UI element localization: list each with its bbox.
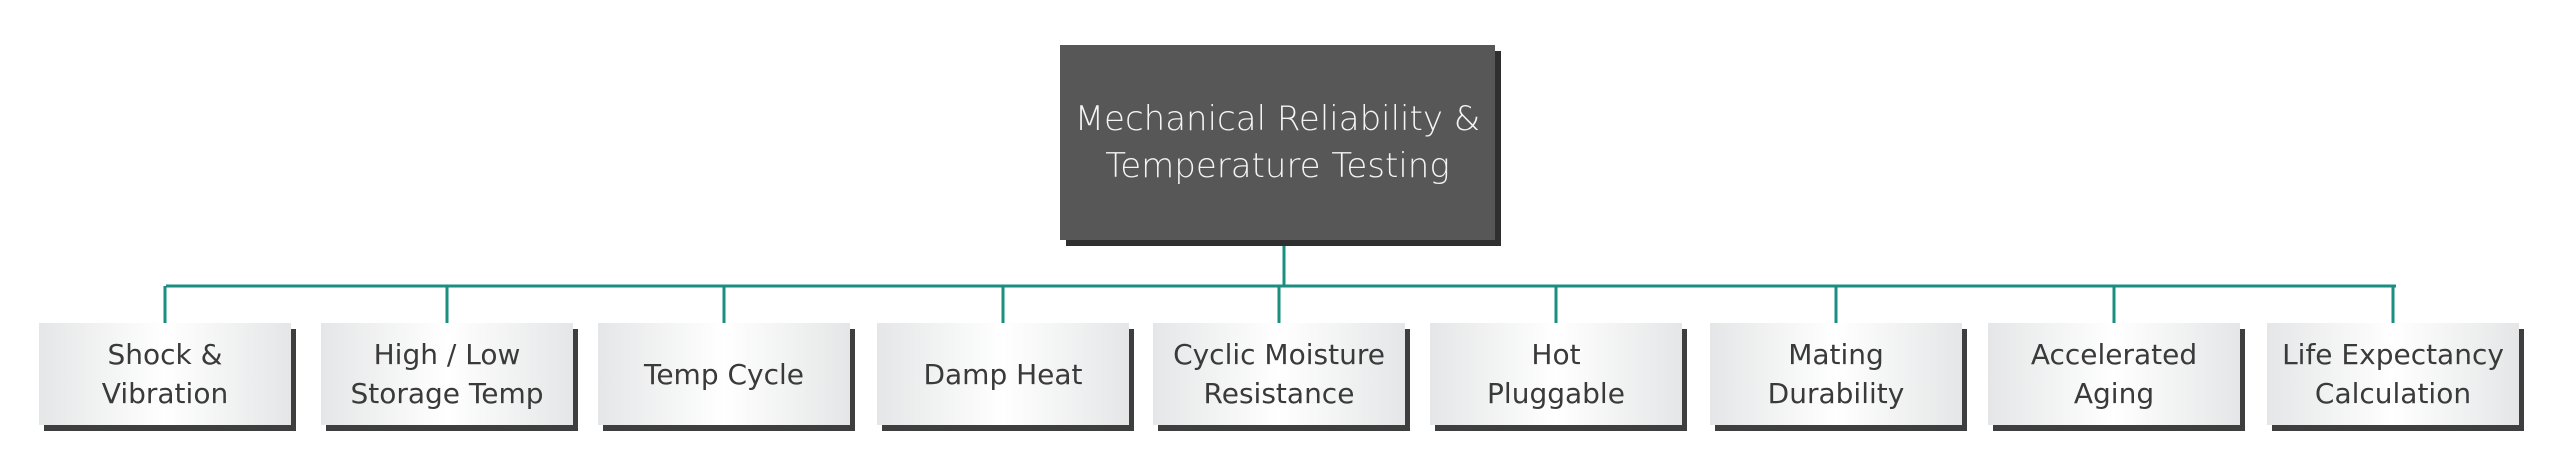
child-node-label: High / Low Storage Temp [350,338,544,410]
child-node-accelerated-aging: Accelerated Aging [1988,323,2240,425]
child-drop-lines [163,286,2395,323]
child-node-cyclic-moisture: Cyclic Moisture Resistance [1153,323,1405,425]
child-node-label: Life Expectancy Calculation [2282,338,2504,410]
child-node-shock-vibration: Shock & Vibration [39,323,291,425]
root-node: Mechanical Reliability & Temperature Tes… [1060,45,1495,240]
child-node-temp-cycle: Temp Cycle [598,323,850,425]
child-node-label: Hot Pluggable [1487,338,1625,410]
child-node-mating-durability: Mating Durability [1710,323,1962,425]
child-node-hot-pluggable: Hot Pluggable [1430,323,1682,425]
child-node-damp-heat: Damp Heat [877,323,1129,425]
child-node-storage-temp: High / Low Storage Temp [321,323,573,425]
child-node-label: Cyclic Moisture Resistance [1173,338,1385,410]
child-node-label: Damp Heat [923,357,1083,391]
root-node-label: Mechanical Reliability & Temperature Tes… [1074,98,1481,186]
child-node-life-expectancy: Life Expectancy Calculation [2267,323,2519,425]
child-node-label: Accelerated Aging [2030,338,2198,410]
child-node-label: Shock & Vibration [101,338,229,410]
child-node-label: Temp Cycle [643,357,805,391]
child-node-label: Mating Durability [1767,338,1905,410]
